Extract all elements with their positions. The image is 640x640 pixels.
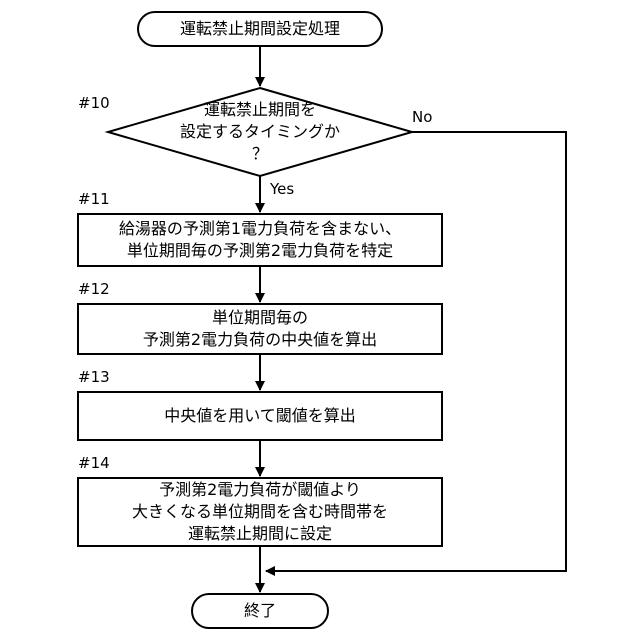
step-11-line-1: 給湯器の予測第1電力負荷を含まない、 (119, 218, 401, 240)
step-id-12: #12 (78, 282, 110, 297)
end-label-text: 終了 (244, 600, 276, 622)
start-label-text: 運転禁止期間設定処理 (180, 18, 340, 40)
step-12-line-2: 予測第2電力負荷の中央値を算出 (143, 329, 377, 351)
no-label: No (412, 110, 432, 125)
step-14-line-2: 大きくなる単位期間を含む時間帯を (132, 501, 388, 523)
step-11-line-2: 単位期間毎の予測第2電力負荷を特定 (127, 240, 393, 262)
step-11-text: 給湯器の予測第1電力負荷を含まない、 単位期間毎の予測第2電力負荷を特定 (78, 214, 442, 266)
decision-line-2: 設定するタイミングか (180, 121, 340, 143)
step-id-13: #13 (78, 370, 110, 385)
step-id-14: #14 (78, 456, 110, 471)
step-14-text: 予測第2電力負荷が閾値より 大きくなる単位期間を含む時間帯を 運転禁止期間に設定 (78, 478, 442, 546)
start-label: 運転禁止期間設定処理 (138, 12, 382, 46)
step-id-11: #11 (78, 192, 110, 207)
step-14-line-1: 予測第2電力負荷が閾値より (159, 479, 361, 501)
decision-text: 運転禁止期間を 設定するタイミングか ？ (150, 98, 370, 166)
step-13-text: 中央値を用いて閾値を算出 (78, 392, 442, 440)
step-12-text: 単位期間毎の 予測第2電力負荷の中央値を算出 (78, 304, 442, 354)
step-14-line-3: 運転禁止期間に設定 (188, 523, 332, 545)
step-12-line-1: 単位期間毎の (212, 307, 308, 329)
step-id-10: #10 (78, 96, 110, 111)
decision-line-3: ？ (252, 143, 268, 165)
end-label: 終了 (192, 594, 328, 628)
yes-label: Yes (270, 182, 294, 197)
decision-line-1: 運転禁止期間を (204, 99, 316, 121)
step-13-line-1: 中央値を用いて閾値を算出 (164, 405, 356, 427)
